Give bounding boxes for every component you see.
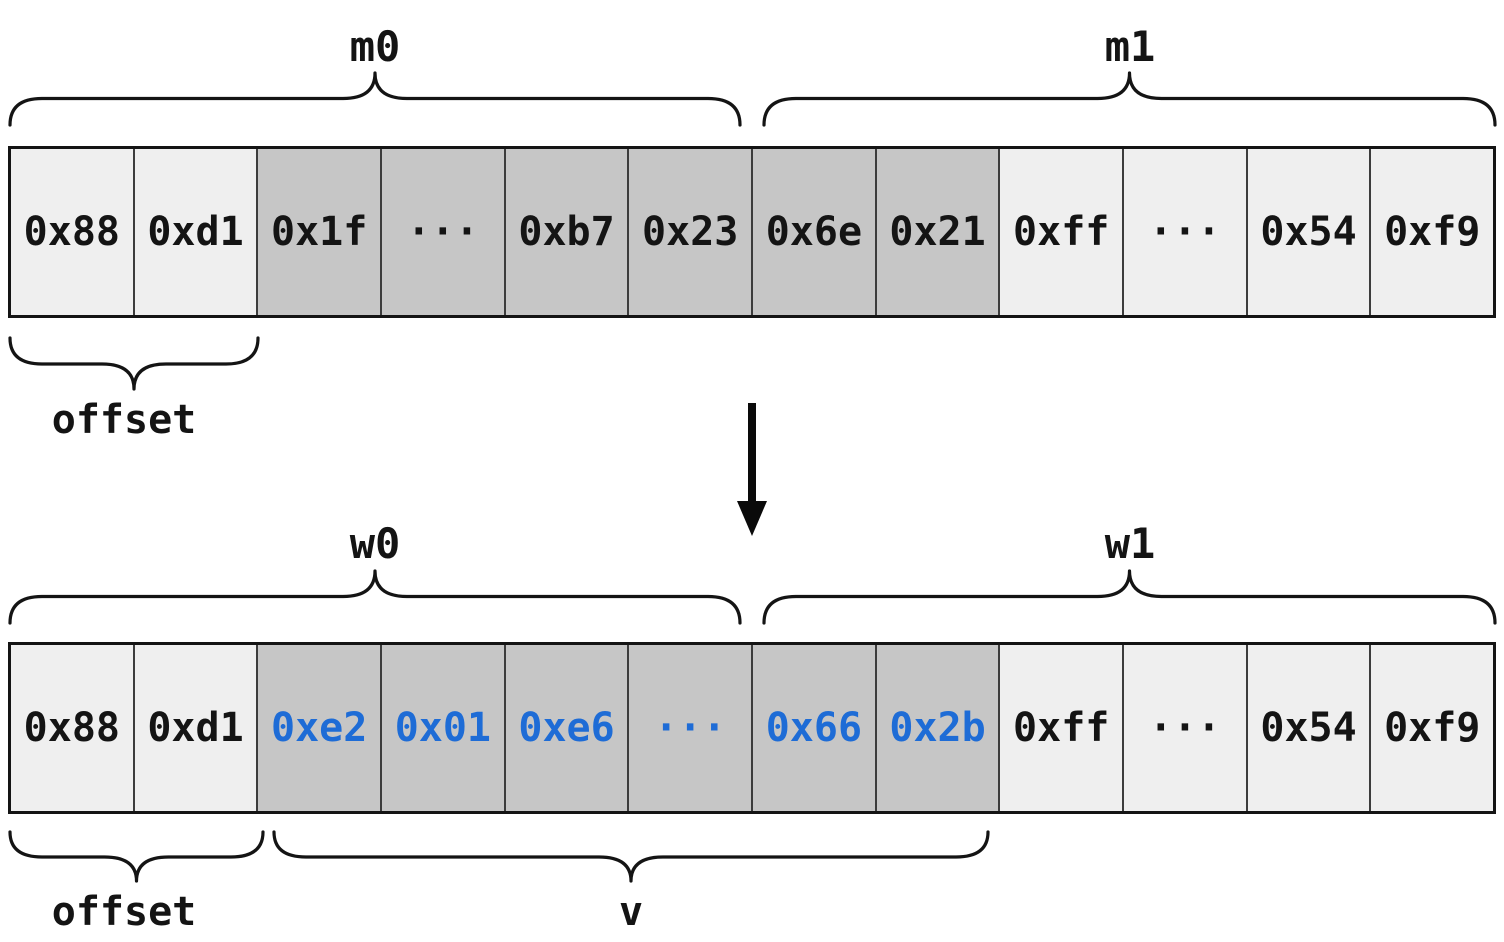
w1-label: w1 [1104,519,1156,568]
memory-cell: ··· [1122,645,1246,811]
m1-label: m1 [1104,22,1156,71]
offset-label-bottom: offset [51,889,197,935]
memory-cell: 0xe6 [503,645,628,811]
memory-cell: 0x54 [1245,645,1370,811]
memory-cell: ··· [1122,149,1246,315]
offset-label-top: offset [51,397,197,443]
memory-cell: 0x23 [627,149,752,315]
memory-cell: 0xff [998,149,1123,315]
m1-brace [762,71,1497,127]
memory-cell: 0x54 [1245,149,1370,315]
v-label: v [618,889,644,935]
offset-brace-bottom [8,830,265,883]
memory-cell: 0x1f [256,149,381,315]
w0-brace [8,569,742,625]
memory-cell: 0xff [998,645,1123,811]
memory-cell: 0xb7 [503,149,628,315]
memory-cell: ··· [380,149,504,315]
w0-label: w0 [349,519,401,568]
memory-cell: 0x88 [11,149,133,315]
m0-brace [8,71,742,127]
memory-cell: 0xe2 [256,645,381,811]
memory-cell: 0xf9 [1369,149,1494,315]
memory-cell: 0xf9 [1369,645,1494,811]
w1-brace [762,569,1497,625]
memory-cell: 0x66 [751,645,875,811]
memory-cell: 0x88 [11,645,133,811]
m0-label: m0 [349,22,401,71]
memory-cell: 0xd1 [132,149,257,315]
memory-cell: ··· [627,645,752,811]
v-brace [272,830,990,883]
memory-cell: 0x2b [874,645,999,811]
memory-cell: 0x21 [874,149,999,315]
memory-cell: 0xd1 [132,645,257,811]
memory-cell: 0x01 [380,645,504,811]
memory-cell: 0x6e [751,149,875,315]
down-arrow-icon [737,403,767,536]
offset-brace-top [8,336,260,391]
